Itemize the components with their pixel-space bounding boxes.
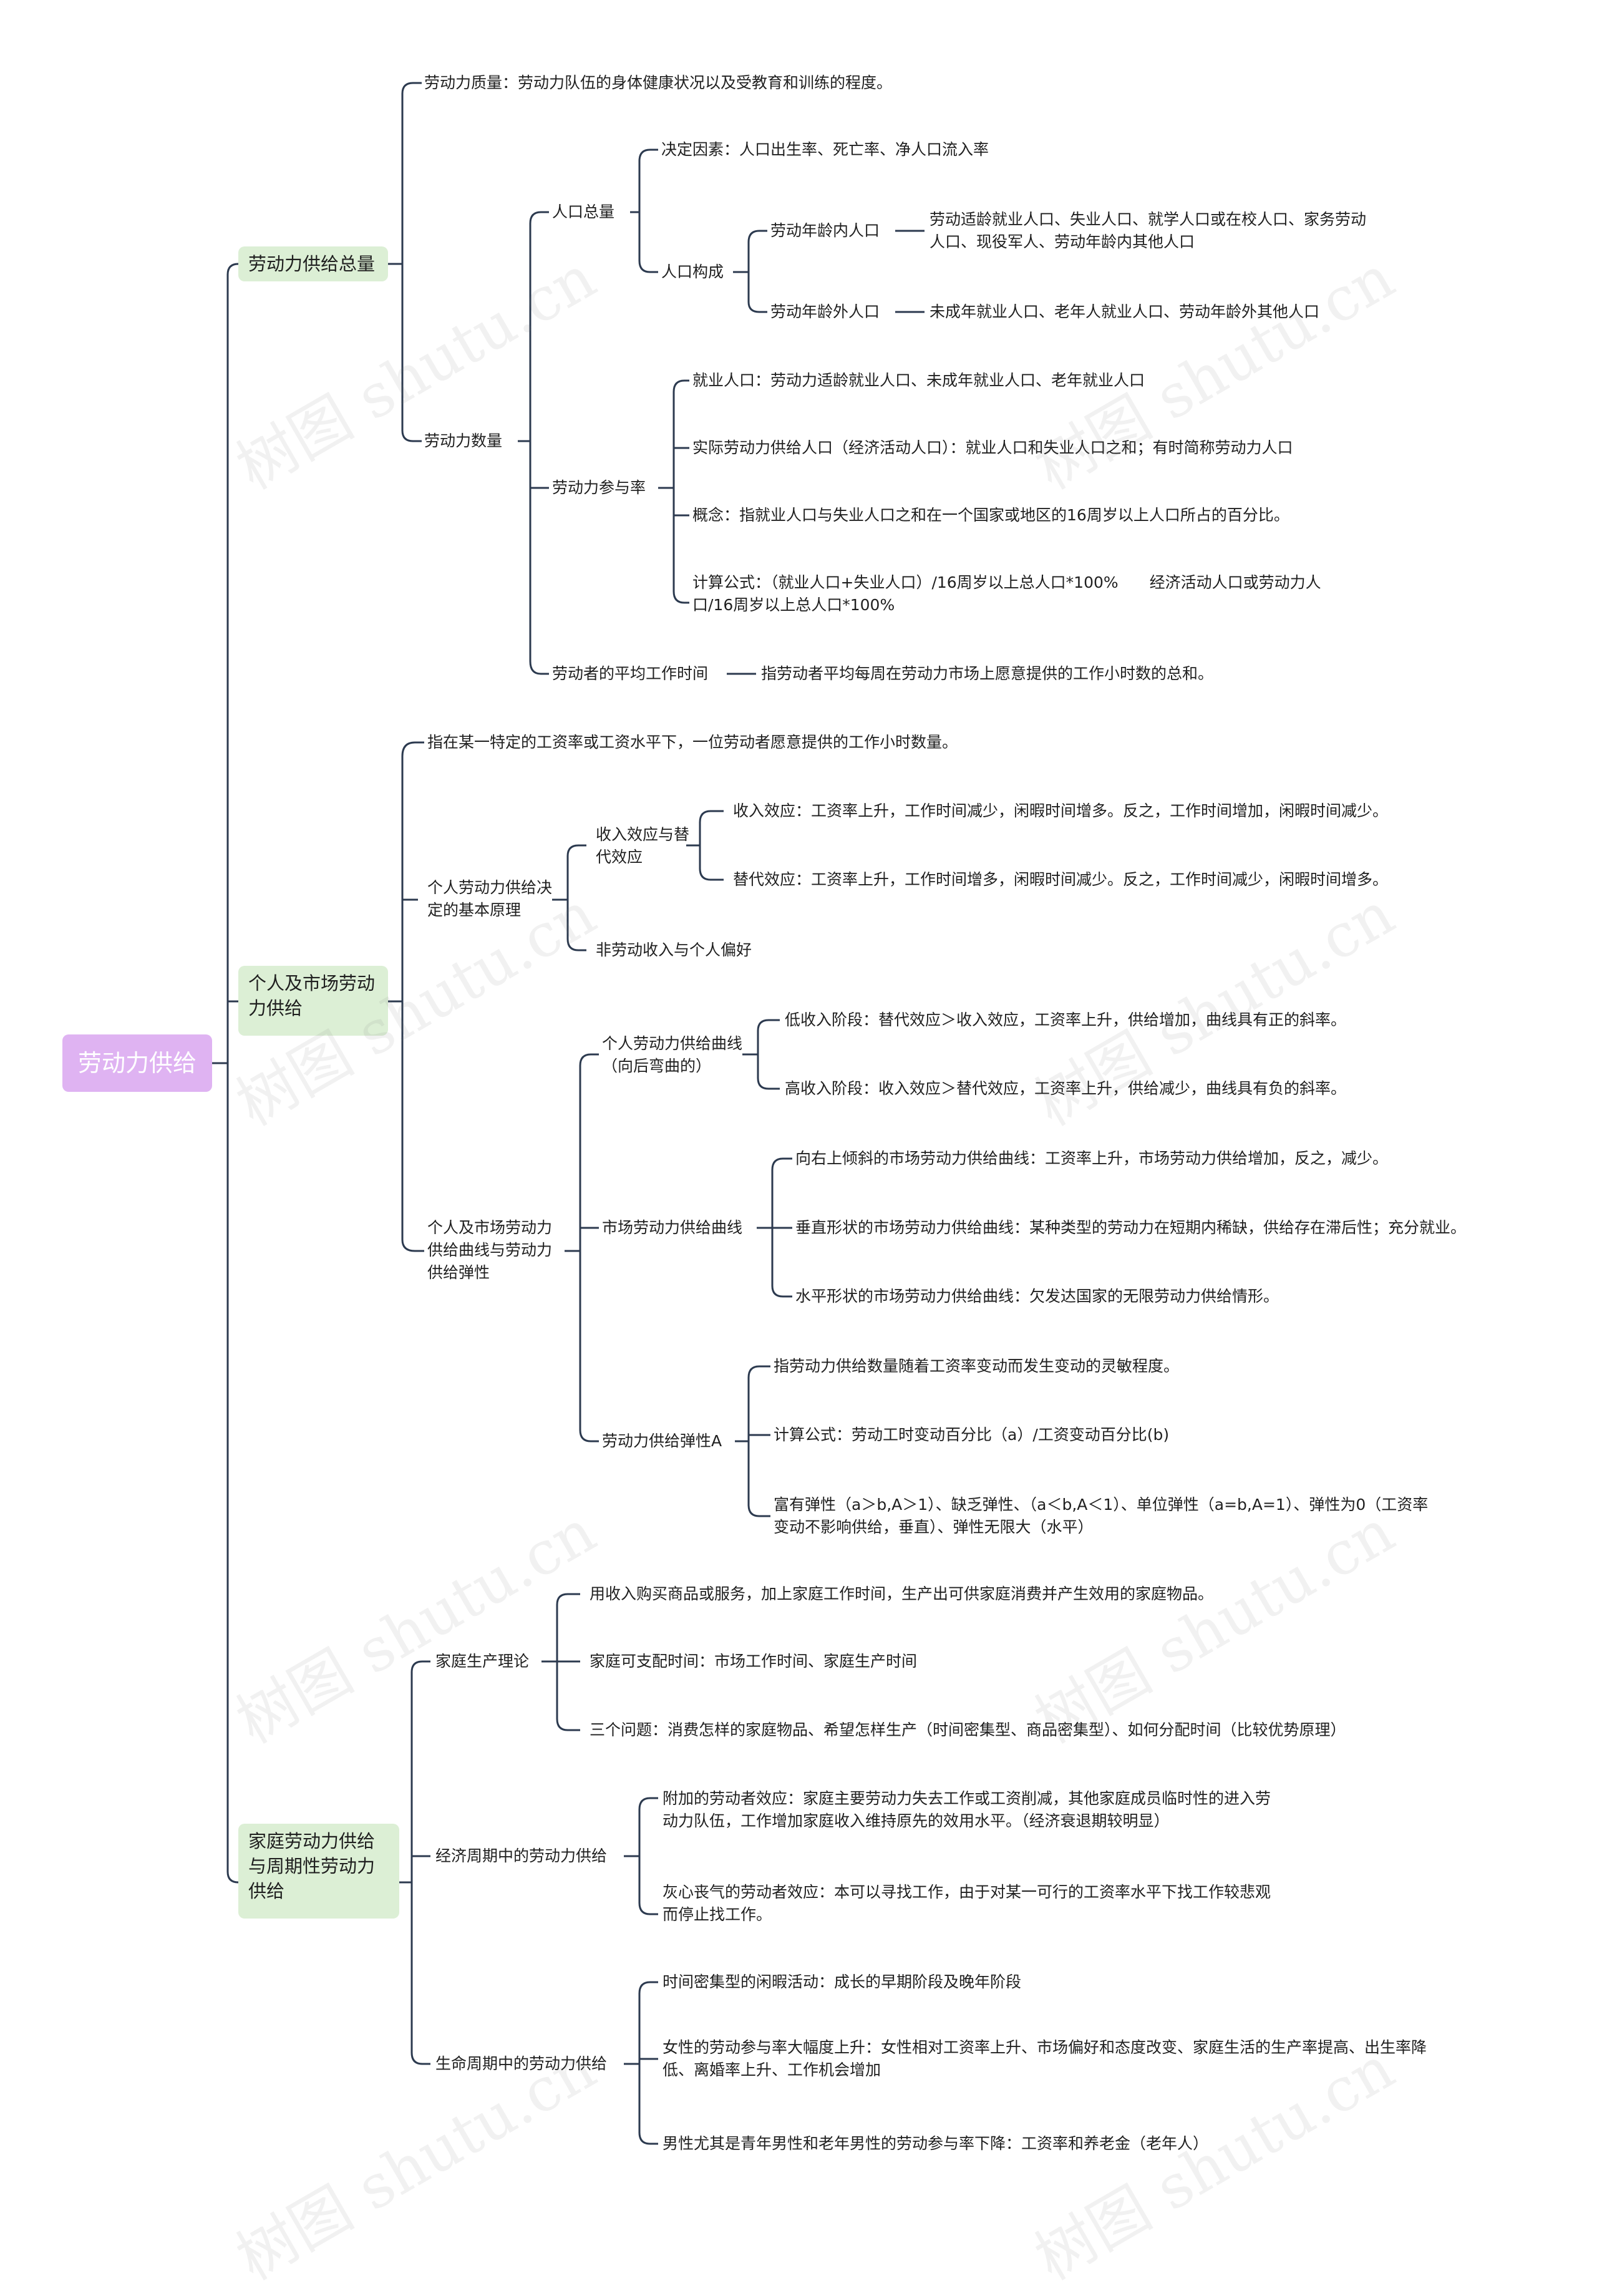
connector-indivcurve — [742, 1019, 780, 1090]
connector-prod — [541, 1593, 580, 1731]
node-working-age-detail[interactable]: 劳动适龄就业人口、失业人口、就学人口或在校人口、家务劳动人口、现役军人、劳动年龄… — [930, 210, 1367, 251]
connector-lines — [212, 82, 925, 2145]
node-principle[interactable]: 个人劳动力供给决定的基本原理 — [427, 878, 553, 919]
node-population-total[interactable]: 人口总量 — [552, 203, 615, 221]
mind-map-canvas: 劳动力供给 劳动力供给总量 个人及市场劳动力供给 家庭劳动力供给与周期性劳动力供… — [62, 74, 1467, 2294]
node-non-working-age-detail[interactable]: 未成年就业人口、老年人就业人口、劳动年龄外其他人口 — [930, 303, 1320, 321]
node-formula[interactable]: 计算公式：（就业人口+失业人口）/16周岁以上总人口*100% 经济活动人口或劳… — [692, 573, 1321, 614]
node-nonlabor-income[interactable]: 非劳动收入与个人偏好 — [596, 941, 752, 959]
node-elasticity-formula[interactable]: 计算公式：劳动工时变动百分比（a）/工资变动百分比(b) — [774, 1426, 1170, 1444]
connector-curves — [565, 1053, 599, 1442]
connector-comp — [733, 230, 767, 313]
connector-life — [624, 1981, 658, 2145]
node-business-cycle[interactable]: 经济周期中的劳动力供给 — [435, 1847, 608, 1865]
node-market-curve[interactable]: 市场劳动力供给曲线 — [602, 1219, 743, 1237]
node-avg-hours[interactable]: 劳动者的平均工作时间 — [552, 664, 709, 683]
connector-l1 — [388, 263, 412, 1884]
connector-age — [895, 230, 925, 313]
connector-quantity — [518, 211, 549, 675]
branch-total-supply[interactable]: 劳动力供给总量 — [238, 246, 388, 281]
node-participation-rate[interactable]: 劳动力参与率 — [552, 479, 646, 497]
node-disposable-time[interactable]: 家庭可支配时间：市场工作时间、家庭生产时间 — [590, 1652, 918, 1670]
node-added-worker[interactable]: 附加的劳动者效应：家庭主要劳动力失去工作或工资削减，其他家庭成员临时性的进入劳动… — [663, 1789, 1271, 1830]
node-individual-curve[interactable]: 个人劳动力供给曲线（向后弯曲的） — [602, 1034, 743, 1075]
node-elasticity-types[interactable]: 富有弹性（a＞b,A＞1）、缺乏弹性、（a＜b,A＜1）、单位弹性（a=b,A=… — [774, 1496, 1429, 1536]
node-income-substitution[interactable]: 收入效应与替代效应 — [596, 825, 690, 866]
node-avg-hours-detail[interactable]: 指劳动者平均每周在劳动力市场上愿意提供的工作小时数的总和。 — [761, 664, 1214, 683]
node-high-income-stage[interactable]: 高收入阶段：收入效应＞替代效应，工资率上升，供给减少，曲线具有负的斜率。 — [785, 1079, 1347, 1097]
node-three-questions[interactable]: 三个问题：消费怎样的家庭物品、希望怎样生产（时间密集型、商品密集型）、如何分配时… — [590, 1721, 1346, 1739]
node-definition[interactable]: 指在某一特定的工资率或工资水平下，一位劳动者愿意提供的工作小时数量。 — [427, 733, 958, 751]
branch-individual-market[interactable]: 个人及市场劳动力供给 — [238, 966, 388, 1036]
node-concept[interactable]: 概念：指就业人口与失业人口之和在一个国家或地区的16周岁以上人口所占的百分比。 — [692, 506, 1289, 524]
node-working-age[interactable]: 劳动年龄内人口 — [770, 221, 880, 240]
node-household-production[interactable]: 家庭生产理论 — [435, 1652, 530, 1670]
node-composition[interactable]: 人口构成 — [661, 263, 724, 281]
connector-effects — [686, 810, 724, 881]
node-horizontal-curve[interactable]: 水平形状的市场劳动力供给曲线：欠发达国家的无限劳动力供给情形。 — [795, 1287, 1279, 1305]
node-discouraged-worker[interactable]: 灰心丧气的劳动者效应：本可以寻找工作，由于对某一可行的工资率水平下找工作较悲观而… — [663, 1883, 1271, 1924]
node-upward-curve[interactable]: 向右上倾斜的市场劳动力供给曲线：工资率上升，市场劳动力供给增加，反之，减少。 — [795, 1149, 1389, 1167]
node-time-intensive[interactable]: 时间密集型的闲暇活动：成长的早期阶段及晚年阶段 — [663, 1973, 1022, 1991]
node-non-working-age[interactable]: 劳动年龄外人口 — [770, 303, 880, 321]
connector-cycle — [624, 1797, 658, 1915]
node-determinants[interactable]: 决定因素：人口出生率、死亡率、净人口流入率 — [661, 140, 989, 158]
node-actual-supply[interactable]: 实际劳动力供给人口（经济活动人口）：就业人口和失业人口之和；有时简称劳动力人口 — [692, 439, 1293, 457]
node-income-effect[interactable]: 收入效应：工资率上升，工作时间减少，闲暇时间增多。反之，工作时间增加，闲暇时间减… — [733, 802, 1389, 820]
connector-house — [410, 1660, 430, 2065]
node-elasticity[interactable]: 劳动力供给弹性A — [602, 1432, 722, 1450]
node-female-participation[interactable]: 女性的劳动参与率大幅度上升：女性相对工资率上升、市场偏好和态度改变、家庭生活的生… — [663, 2038, 1427, 2079]
connector-elast — [735, 1365, 770, 1517]
node-elasticity-definition[interactable]: 指劳动力供给数量随着工资率变动而发生变动的灵敏程度。 — [774, 1357, 1180, 1375]
connector-part — [658, 379, 689, 604]
connector-indiv — [401, 741, 424, 1252]
node-life-cycle[interactable]: 生命周期中的劳动力供给 — [435, 2055, 608, 2073]
node-low-income-stage[interactable]: 低收入阶段：替代效应＞收入效应，工资率上升，供给增加，曲线具有正的斜率。 — [785, 1011, 1347, 1029]
connector-total — [401, 82, 422, 442]
branch-household-cycle[interactable]: 家庭劳动力供给与周期性劳动力供给 — [238, 1824, 399, 1919]
node-employed[interactable]: 就业人口：劳动力适龄就业人口、未成年就业人口、老年就业人口 — [692, 371, 1145, 389]
connector-popcount — [630, 148, 658, 273]
node-household-goods[interactable]: 用收入购买商品或服务，加上家庭工作时间，生产出可供家庭消费并产生效用的家庭物品。 — [590, 1585, 1214, 1603]
connector-principle — [552, 844, 586, 951]
node-quality[interactable]: 劳动力质量：劳动力队伍的身体健康状况以及受教育和训练的程度。 — [424, 74, 893, 92]
node-quantity[interactable]: 劳动力数量 — [424, 432, 503, 450]
connector-market — [757, 1157, 792, 1298]
node-curves-elasticity[interactable]: 个人及市场劳动力供给曲线与劳动力供给弹性 — [427, 1219, 553, 1282]
root-node[interactable]: 劳动力供给 — [62, 1034, 212, 1092]
node-male-participation[interactable]: 男性尤其是青年男性和老年男性的劳动参与率下降：工资率和养老金（老年人） — [663, 2134, 1209, 2152]
connector-root — [212, 263, 239, 1884]
node-substitution-effect[interactable]: 替代效应：工资率上升，工作时间增多，闲暇时间减少。反之，工作时间减少，闲暇时间增… — [733, 870, 1389, 888]
node-vertical-curve[interactable]: 垂直形状的市场劳动力供给曲线：某种类型的劳动力在短期内稀缺，供给存在滞后性；充分… — [795, 1219, 1467, 1237]
